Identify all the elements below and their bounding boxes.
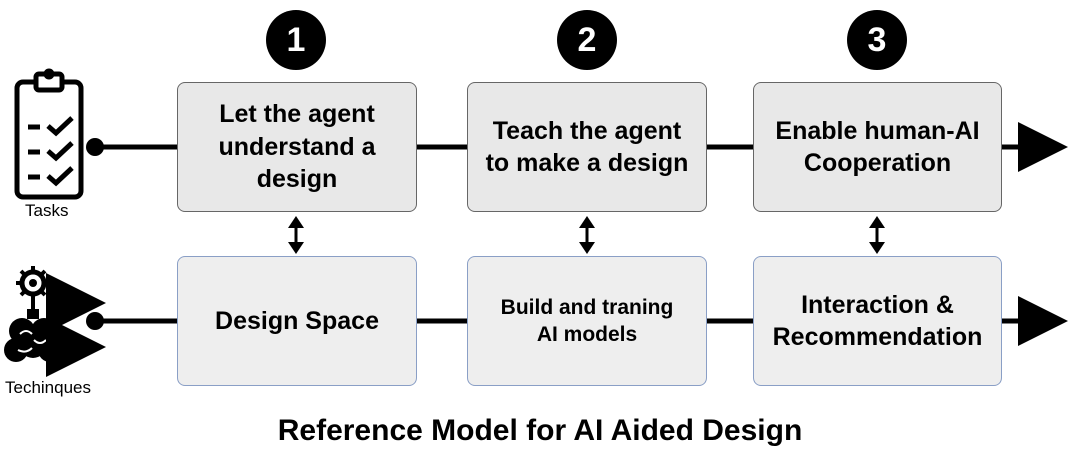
tech-box-label: Interaction & Recommendation [772,290,983,352]
double-arrow-3 [869,216,885,254]
tasks-label: Tasks [25,201,69,220]
tasks-flow-line [86,122,1068,172]
tech-box-label: Design Space [215,306,379,335]
task-box-human-ai-cooperation: Enable human-AI Cooperation [753,82,1002,212]
diagram-title: Reference Model for AI Aided Design [277,414,803,447]
techniques-label: Techinques [5,378,92,397]
task-box-label: Enable human-AI Cooperation [775,116,980,178]
tech-box-design-space: Design Space [177,256,417,386]
step-badge-1: 1 [266,10,326,70]
step-badge-3: 3 [847,10,907,70]
task-box-label: Let the agent understand a design [218,100,376,194]
task-box-make-design: Teach the agent to make a design [467,82,707,212]
step-badge-2: 2 [557,10,617,70]
tech-box-interaction-recommendation: Interaction & Recommendation [753,256,1002,386]
tech-box-ai-models: Build and traning AI models [467,256,707,386]
double-arrow-2 [579,216,595,254]
brain-gear-icon [4,266,106,377]
task-box-label: Teach the agent to make a design [485,116,689,178]
double-arrow-1 [288,216,304,254]
task-box-understand-design: Let the agent understand a design [177,82,417,212]
tech-box-label: Build and traning AI models [500,295,674,346]
clipboard-checklist-icon [14,68,84,200]
